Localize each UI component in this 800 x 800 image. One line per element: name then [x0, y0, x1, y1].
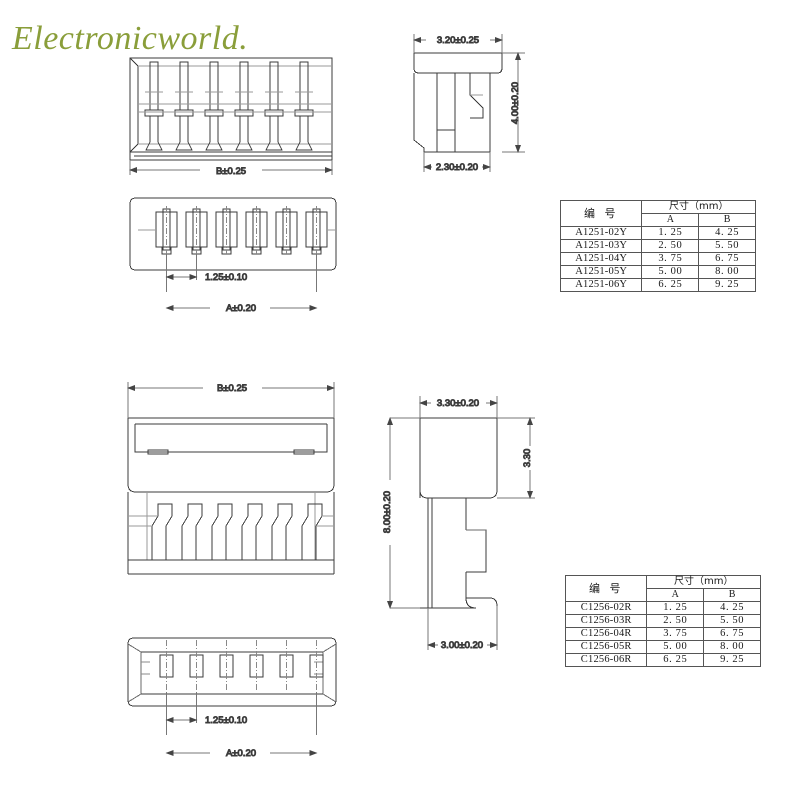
header-part-number: 编 号 — [559, 200, 643, 227]
dim-b-bottom-front: B±0.25 — [217, 383, 247, 394]
table-row: C1256-02R 1. 25 4. 25 — [564, 601, 761, 615]
dim-pitch-top-plan: 1.25±0.10 — [205, 272, 247, 283]
cell-part-number: A1251-05Y — [559, 265, 643, 279]
cell-a: 1. 25 — [646, 601, 705, 615]
cell-part-number: C1256-06R — [564, 653, 648, 667]
cell-part-number: C1256-03R — [564, 614, 648, 628]
dimension-table-c1256: 编 号 尺寸（mm） A B C1256-02R 1. 25 4. 25 C12… — [564, 575, 761, 667]
dim-a-bottom-plan: A±0.20 — [226, 748, 256, 759]
header-col-a: A — [646, 588, 705, 602]
cell-part-number: C1256-02R — [564, 601, 648, 615]
dim-230-top-side: 2.30±0.20 — [436, 162, 478, 173]
brand-logo: Electronicworld. — [12, 20, 249, 57]
cell-a: 5. 00 — [646, 640, 705, 654]
bottom-plan-view — [127, 637, 337, 707]
table-row: A1251-06Y 6. 25 9. 25 — [559, 278, 756, 292]
table-row: A1251-05Y 5. 00 8. 00 — [559, 265, 756, 279]
cell-b: 6. 75 — [698, 252, 756, 266]
cell-b: 8. 00 — [703, 640, 761, 654]
cell-part-number: A1251-06Y — [559, 278, 643, 292]
cell-b: 5. 50 — [698, 239, 756, 253]
dimension-table-a1251: 编 号 尺寸（mm） A B A1251-02Y 1. 25 4. 25 A12… — [559, 200, 756, 292]
table-row: C1256-05R 5. 00 8. 00 — [564, 640, 761, 654]
dim-400-top-side: 4.00±0.20 — [510, 82, 521, 124]
header-part-number: 编 号 — [564, 575, 648, 602]
header-col-a: A — [641, 213, 700, 227]
cell-b: 5. 50 — [703, 614, 761, 628]
cell-a: 1. 25 — [641, 226, 700, 240]
cell-part-number: A1251-04Y — [559, 252, 643, 266]
dim-330-bottom-side-top: 3.30±0.20 — [437, 398, 479, 409]
cell-b: 8. 00 — [698, 265, 756, 279]
cell-a: 2. 50 — [641, 239, 700, 253]
dim-800-bottom-side-left: 8.00±0.20 — [382, 491, 393, 533]
table-row: A1251-04Y 3. 75 6. 75 — [559, 252, 756, 266]
cell-b: 9. 25 — [703, 653, 761, 667]
header-col-b: B — [703, 588, 761, 602]
cell-part-number: A1251-02Y — [559, 226, 643, 240]
table-row: C1256-03R 2. 50 5. 50 — [564, 614, 761, 628]
cell-part-number: A1251-03Y — [559, 239, 643, 253]
table-row: A1251-03Y 2. 50 5. 50 — [559, 239, 756, 253]
table-row: A1251-02Y 1. 25 4. 25 — [559, 226, 756, 240]
cell-b: 4. 25 — [698, 226, 756, 240]
bottom-front-view — [127, 417, 335, 575]
cell-a: 3. 75 — [646, 627, 705, 641]
cell-a: 6. 25 — [641, 278, 700, 292]
top-plan-view — [129, 197, 337, 271]
table-header-row: 编 号 尺寸（mm） — [559, 200, 756, 227]
cell-a: 2. 50 — [646, 614, 705, 628]
dim-300-bottom-side: 3.00±0.20 — [441, 640, 483, 651]
dim-a-top-plan: A±0.20 — [226, 303, 256, 314]
header-dimensions: 尺寸（mm） — [646, 575, 761, 589]
table-row: C1256-06R 6. 25 9. 25 — [564, 653, 761, 667]
dim-320-top-side: 3.20±0.25 — [437, 35, 479, 46]
dim-pitch-bottom-plan: 1.25±0.10 — [205, 715, 247, 726]
table-subheader-row: A B — [561, 213, 756, 227]
cell-a: 3. 75 — [641, 252, 700, 266]
cell-b: 6. 75 — [703, 627, 761, 641]
dim-b-top-front: B±0.25 — [216, 166, 246, 177]
cell-b: 4. 25 — [703, 601, 761, 615]
top-side-view — [413, 52, 503, 153]
header-dimensions: 尺寸（mm） — [641, 200, 756, 214]
table-row: C1256-04R 3. 75 6. 75 — [564, 627, 761, 641]
header-col-b: B — [698, 213, 756, 227]
cell-part-number: C1256-04R — [564, 627, 648, 641]
cell-a: 5. 00 — [641, 265, 700, 279]
cell-a: 6. 25 — [646, 653, 705, 667]
dim-330-bottom-side-right: 3.30 — [522, 449, 533, 468]
top-front-view — [129, 57, 333, 161]
table-header-row: 编 号 尺寸（mm） — [564, 575, 761, 602]
bottom-side-view — [419, 417, 498, 609]
cell-b: 9. 25 — [698, 278, 756, 292]
cell-part-number: C1256-05R — [564, 640, 648, 654]
